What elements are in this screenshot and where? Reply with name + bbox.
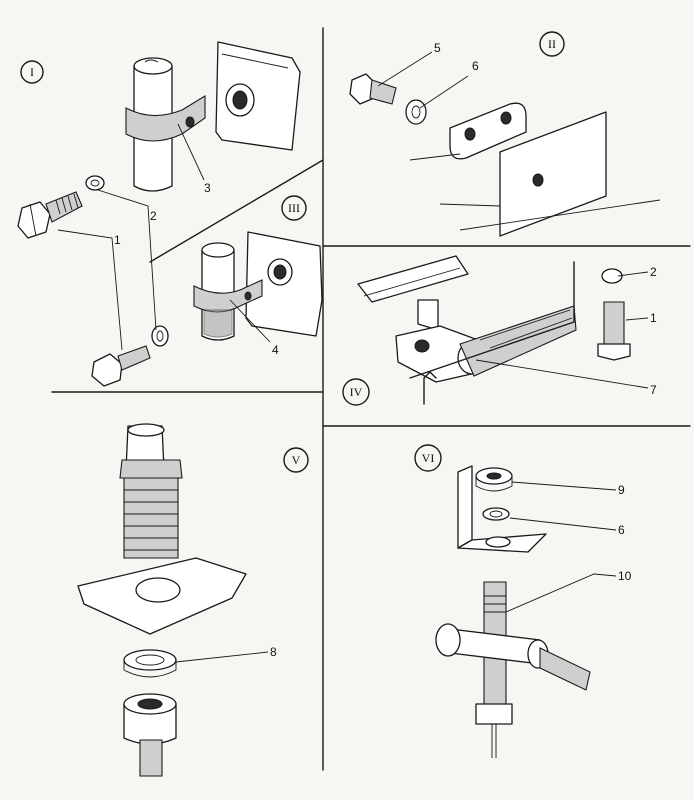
callout-10: 10 [618,569,632,583]
lock-washer-2-lower [151,325,169,347]
link-plate-assembly [409,102,661,237]
lock-washer-6-upper [405,99,427,125]
callout-1-upper: 1 [114,233,121,247]
panel-label-II: II [539,31,565,57]
bolt-1-right [597,301,631,361]
svg-text:III: III [288,201,300,215]
svg-text:VI: VI [422,451,435,465]
tee-fitting-10 [435,581,591,758]
callout-7: 7 [650,383,657,397]
callout-9: 9 [618,483,625,497]
leader-lines [57,51,649,663]
svg-text:I: I [30,65,34,79]
panel-label-V: V [283,447,309,473]
callout-3: 3 [204,181,211,195]
callout-5: 5 [434,41,441,55]
lock-washer-2-upper [85,175,105,191]
panel-label-III: III [281,195,307,221]
bolt-1-lower [91,345,151,387]
callout-8: 8 [270,645,277,659]
svg-text:II: II [548,37,556,51]
lock-washer-2-right [601,268,623,284]
svg-text:IV: IV [350,385,363,399]
panel-dividers [51,27,691,771]
lock-washer-6-lower [482,507,510,521]
callout-1-right: 1 [650,311,657,325]
threaded-socket [123,693,177,777]
panel-label-IV: IV [342,378,370,406]
threaded-stud-assembly [77,423,247,635]
clamp-installed-assembly [193,231,323,341]
bolt-5 [349,73,397,105]
callout-labels: 1 2 3 4 5 6 2 1 7 8 9 6 10 [114,41,657,659]
pipe-clamp-assembly [125,41,301,192]
callout-4: 4 [272,343,279,357]
bolt-1-upper [17,191,83,239]
callout-6-lower: 6 [618,523,625,537]
panel-label-VI: VI [414,444,442,472]
nut-9 [475,467,513,492]
svg-text:V: V [292,453,301,467]
hinge-assembly [357,255,577,405]
angle-bracket [457,465,547,553]
nut-8 [123,649,177,678]
panel-label-I: I [20,60,44,84]
callout-2-upper: 2 [150,209,157,223]
callout-2-right: 2 [650,265,657,279]
callout-6-upper: 6 [472,59,479,73]
